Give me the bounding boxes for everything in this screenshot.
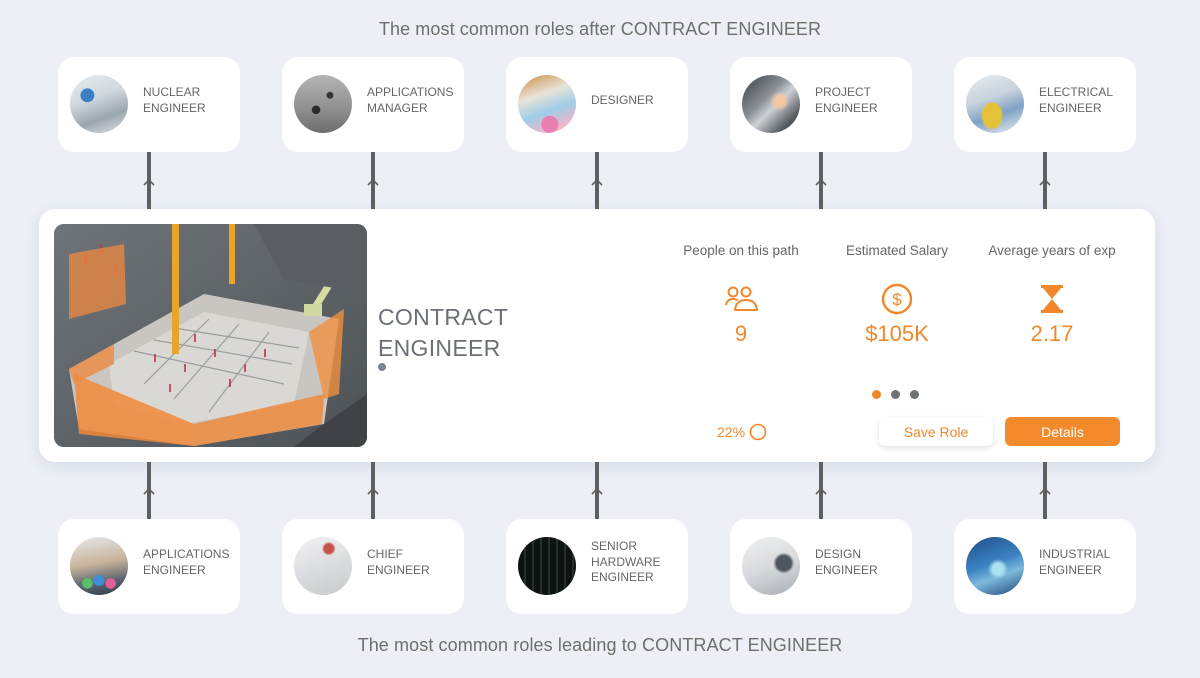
arrow-up-icon bbox=[1039, 487, 1051, 495]
arrow-up-icon bbox=[815, 178, 827, 186]
role-thumbnail bbox=[70, 74, 128, 133]
stat-label: Average years of exp bbox=[988, 243, 1116, 258]
role-title-line2: ENGINEER bbox=[378, 335, 501, 361]
match-progress: 22% bbox=[717, 423, 767, 441]
role-title: CONTRACT ENGINEER bbox=[378, 302, 508, 364]
role-label: DESIGNER bbox=[591, 92, 654, 107]
progress-ring-icon bbox=[749, 423, 767, 441]
arrow-up-icon bbox=[143, 487, 155, 495]
details-button[interactable]: Details bbox=[1005, 417, 1120, 446]
role-thumbnail bbox=[966, 536, 1024, 595]
role-thumbnail bbox=[742, 536, 800, 595]
status-dot bbox=[378, 363, 386, 371]
connector-line bbox=[371, 462, 375, 519]
construction-site-photo bbox=[54, 224, 367, 447]
role-thumbnail bbox=[742, 74, 800, 133]
stat-label: People on this path bbox=[683, 243, 799, 258]
current-role-card: CONTRACT ENGINEER People on this path 9 … bbox=[39, 209, 1155, 462]
pager-dot-1[interactable] bbox=[872, 390, 881, 399]
pager-dot-2[interactable] bbox=[891, 390, 900, 399]
role-title-line1: CONTRACT bbox=[378, 304, 509, 330]
stat-value: $105K bbox=[865, 321, 929, 346]
role-card-designer[interactable]: DESIGNER bbox=[506, 57, 688, 152]
carousel-pager bbox=[872, 390, 919, 399]
role-thumbnail bbox=[518, 74, 576, 133]
previous-roles-heading: The most common roles leading to CONTRAC… bbox=[357, 635, 843, 655]
role-thumbnail bbox=[294, 536, 352, 595]
connector-line bbox=[147, 462, 151, 519]
arrow-up-icon bbox=[143, 178, 155, 186]
role-thumbnail bbox=[518, 536, 576, 595]
progress-percent: 22% bbox=[717, 424, 746, 440]
next-roles-heading: The most common roles after CONTRACT ENG… bbox=[378, 19, 822, 39]
stat-salary: Estimated Salary $ $105K bbox=[822, 243, 972, 347]
arrow-up-icon bbox=[815, 487, 827, 495]
dollar-circle-icon: $ bbox=[822, 283, 972, 315]
arrow-up-icon bbox=[367, 178, 379, 186]
stat-experience: Average years of exp 2.17 bbox=[977, 243, 1127, 347]
arrow-up-icon bbox=[591, 487, 603, 495]
hourglass-icon bbox=[977, 283, 1127, 315]
arrow-up-icon bbox=[591, 178, 603, 186]
arrow-up-icon bbox=[367, 487, 379, 495]
role-thumbnail bbox=[70, 536, 128, 595]
connector-line bbox=[1043, 462, 1047, 519]
arrow-up-icon bbox=[1039, 178, 1051, 186]
pager-dot-3[interactable] bbox=[910, 390, 919, 399]
people-icon bbox=[666, 283, 816, 315]
role-hero-image bbox=[54, 224, 367, 447]
stat-value: 2.17 bbox=[1030, 321, 1074, 346]
role-thumbnail bbox=[966, 74, 1024, 133]
svg-text:$: $ bbox=[892, 290, 902, 309]
stat-value: 9 bbox=[734, 321, 748, 346]
role-thumbnail bbox=[294, 74, 352, 133]
connector-line bbox=[819, 462, 823, 519]
save-role-button[interactable]: Save Role bbox=[879, 417, 993, 446]
stat-people: People on this path 9 bbox=[666, 243, 816, 347]
connector-line bbox=[595, 462, 599, 519]
stat-label: Estimated Salary bbox=[845, 243, 949, 258]
